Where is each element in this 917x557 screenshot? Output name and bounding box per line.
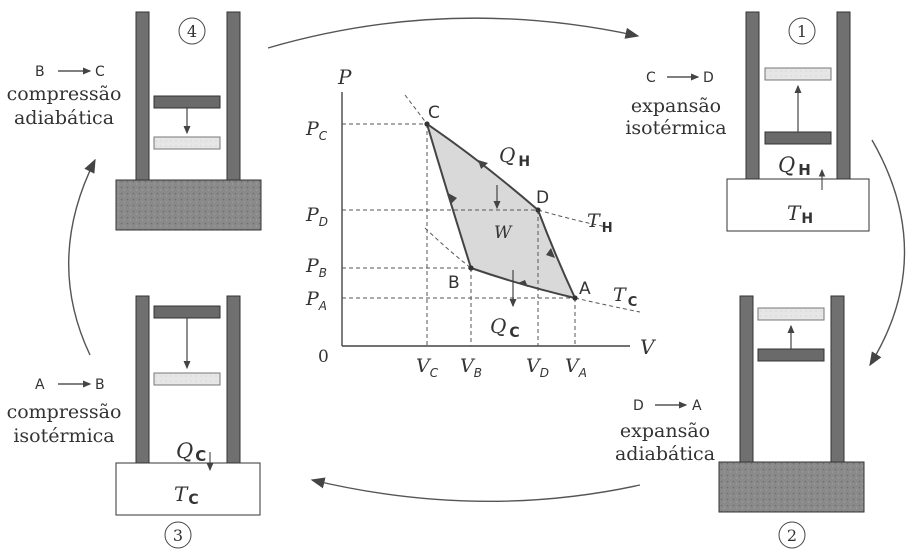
stage-2-to: A bbox=[692, 398, 702, 414]
stage-3-number: 3 bbox=[173, 526, 183, 545]
stage-1-number: 1 bbox=[797, 22, 807, 41]
point-b bbox=[468, 265, 474, 271]
point-d bbox=[535, 207, 541, 213]
isotherm-tc bbox=[424, 227, 641, 313]
cycle-arrow-1-to-2 bbox=[869, 139, 906, 367]
stage-4-piston-start bbox=[153, 95, 221, 109]
stage-3-cold-reservoir bbox=[115, 462, 261, 516]
p-axis-label: P bbox=[337, 65, 352, 89]
point-d-label: D bbox=[536, 188, 549, 208]
v-tick-c: VC bbox=[416, 355, 439, 380]
stage-2-process-line1: expansão bbox=[620, 420, 710, 442]
stage-2-from: D bbox=[633, 398, 644, 414]
stage-3-process-line2: isotérmica bbox=[13, 425, 114, 447]
cycle-edge-bc bbox=[426, 123, 472, 269]
stage-2-piston-end bbox=[757, 307, 825, 321]
stage-1-process-line2: isotérmica bbox=[625, 117, 726, 139]
cycle-arrow-4-to-1 bbox=[267, 17, 640, 49]
v-tick-d: VD bbox=[526, 355, 549, 380]
stage-1-piston-start bbox=[764, 131, 832, 145]
p-tick-c: PC bbox=[305, 118, 328, 143]
stage-3-from: A bbox=[35, 377, 45, 393]
stage-3-number-circle bbox=[164, 521, 192, 549]
cycle-arrow-2-to-3 bbox=[310, 477, 641, 503]
stage-1-process-line1: expansão bbox=[631, 95, 721, 117]
stage-1-to: D bbox=[703, 70, 714, 86]
isotherm-th bbox=[404, 94, 613, 229]
stage-2-number: 2 bbox=[787, 526, 797, 545]
stage-2-piston-start bbox=[757, 348, 825, 362]
work-label: W bbox=[494, 223, 513, 243]
stage-3-reservoir-label: TC bbox=[174, 482, 199, 508]
stage-4-process-line2: adiabática bbox=[14, 107, 114, 129]
stage-1-reservoir-label: TH bbox=[787, 201, 813, 227]
stage-3-to: B bbox=[95, 377, 105, 393]
stage-3-piston-start bbox=[153, 305, 221, 319]
stage-1-from: C bbox=[646, 70, 656, 86]
guide-lines bbox=[342, 123, 576, 346]
point-c bbox=[424, 121, 430, 127]
stage-3-piston-end bbox=[153, 372, 221, 386]
stage-4-process-line1: compressão bbox=[7, 83, 122, 105]
origin-label: 0 bbox=[318, 347, 329, 367]
stage-4-number: 4 bbox=[187, 22, 197, 41]
stage-2-number-circle bbox=[778, 521, 806, 549]
p-tick-b: PB bbox=[305, 255, 327, 280]
p-tick-a: PA bbox=[305, 288, 327, 313]
stage-4-to: C bbox=[95, 64, 105, 80]
stage-4-number-circle bbox=[178, 17, 206, 45]
v-tick-b: VB bbox=[460, 355, 482, 380]
cycle-arrow-3-to-4 bbox=[67, 158, 96, 356]
stage-1-cylinder bbox=[726, 11, 870, 232]
stage-1-number-circle bbox=[788, 17, 816, 45]
stage-2-process-line2: adiabática bbox=[615, 443, 715, 465]
point-a-label: A bbox=[579, 279, 591, 299]
stage-3-process-line1: compressão bbox=[7, 401, 122, 423]
stage-4-piston-end bbox=[153, 136, 221, 150]
point-a bbox=[572, 295, 578, 301]
point-c-label: C bbox=[428, 103, 440, 123]
v-tick-a: VA bbox=[565, 355, 587, 380]
point-b-label: B bbox=[448, 273, 460, 293]
stage-3-cylinder bbox=[115, 295, 261, 549]
p-tick-d: PD bbox=[305, 204, 328, 229]
stage-4-from: B bbox=[35, 64, 45, 80]
cycle-edge-da bbox=[537, 209, 576, 299]
stage-4-cylinder bbox=[115, 11, 262, 231]
v-axis-label: V bbox=[640, 335, 657, 359]
stage-2-cylinder bbox=[718, 295, 865, 549]
stage-1-piston-end bbox=[764, 67, 832, 81]
stage-1-hot-reservoir bbox=[726, 178, 870, 232]
